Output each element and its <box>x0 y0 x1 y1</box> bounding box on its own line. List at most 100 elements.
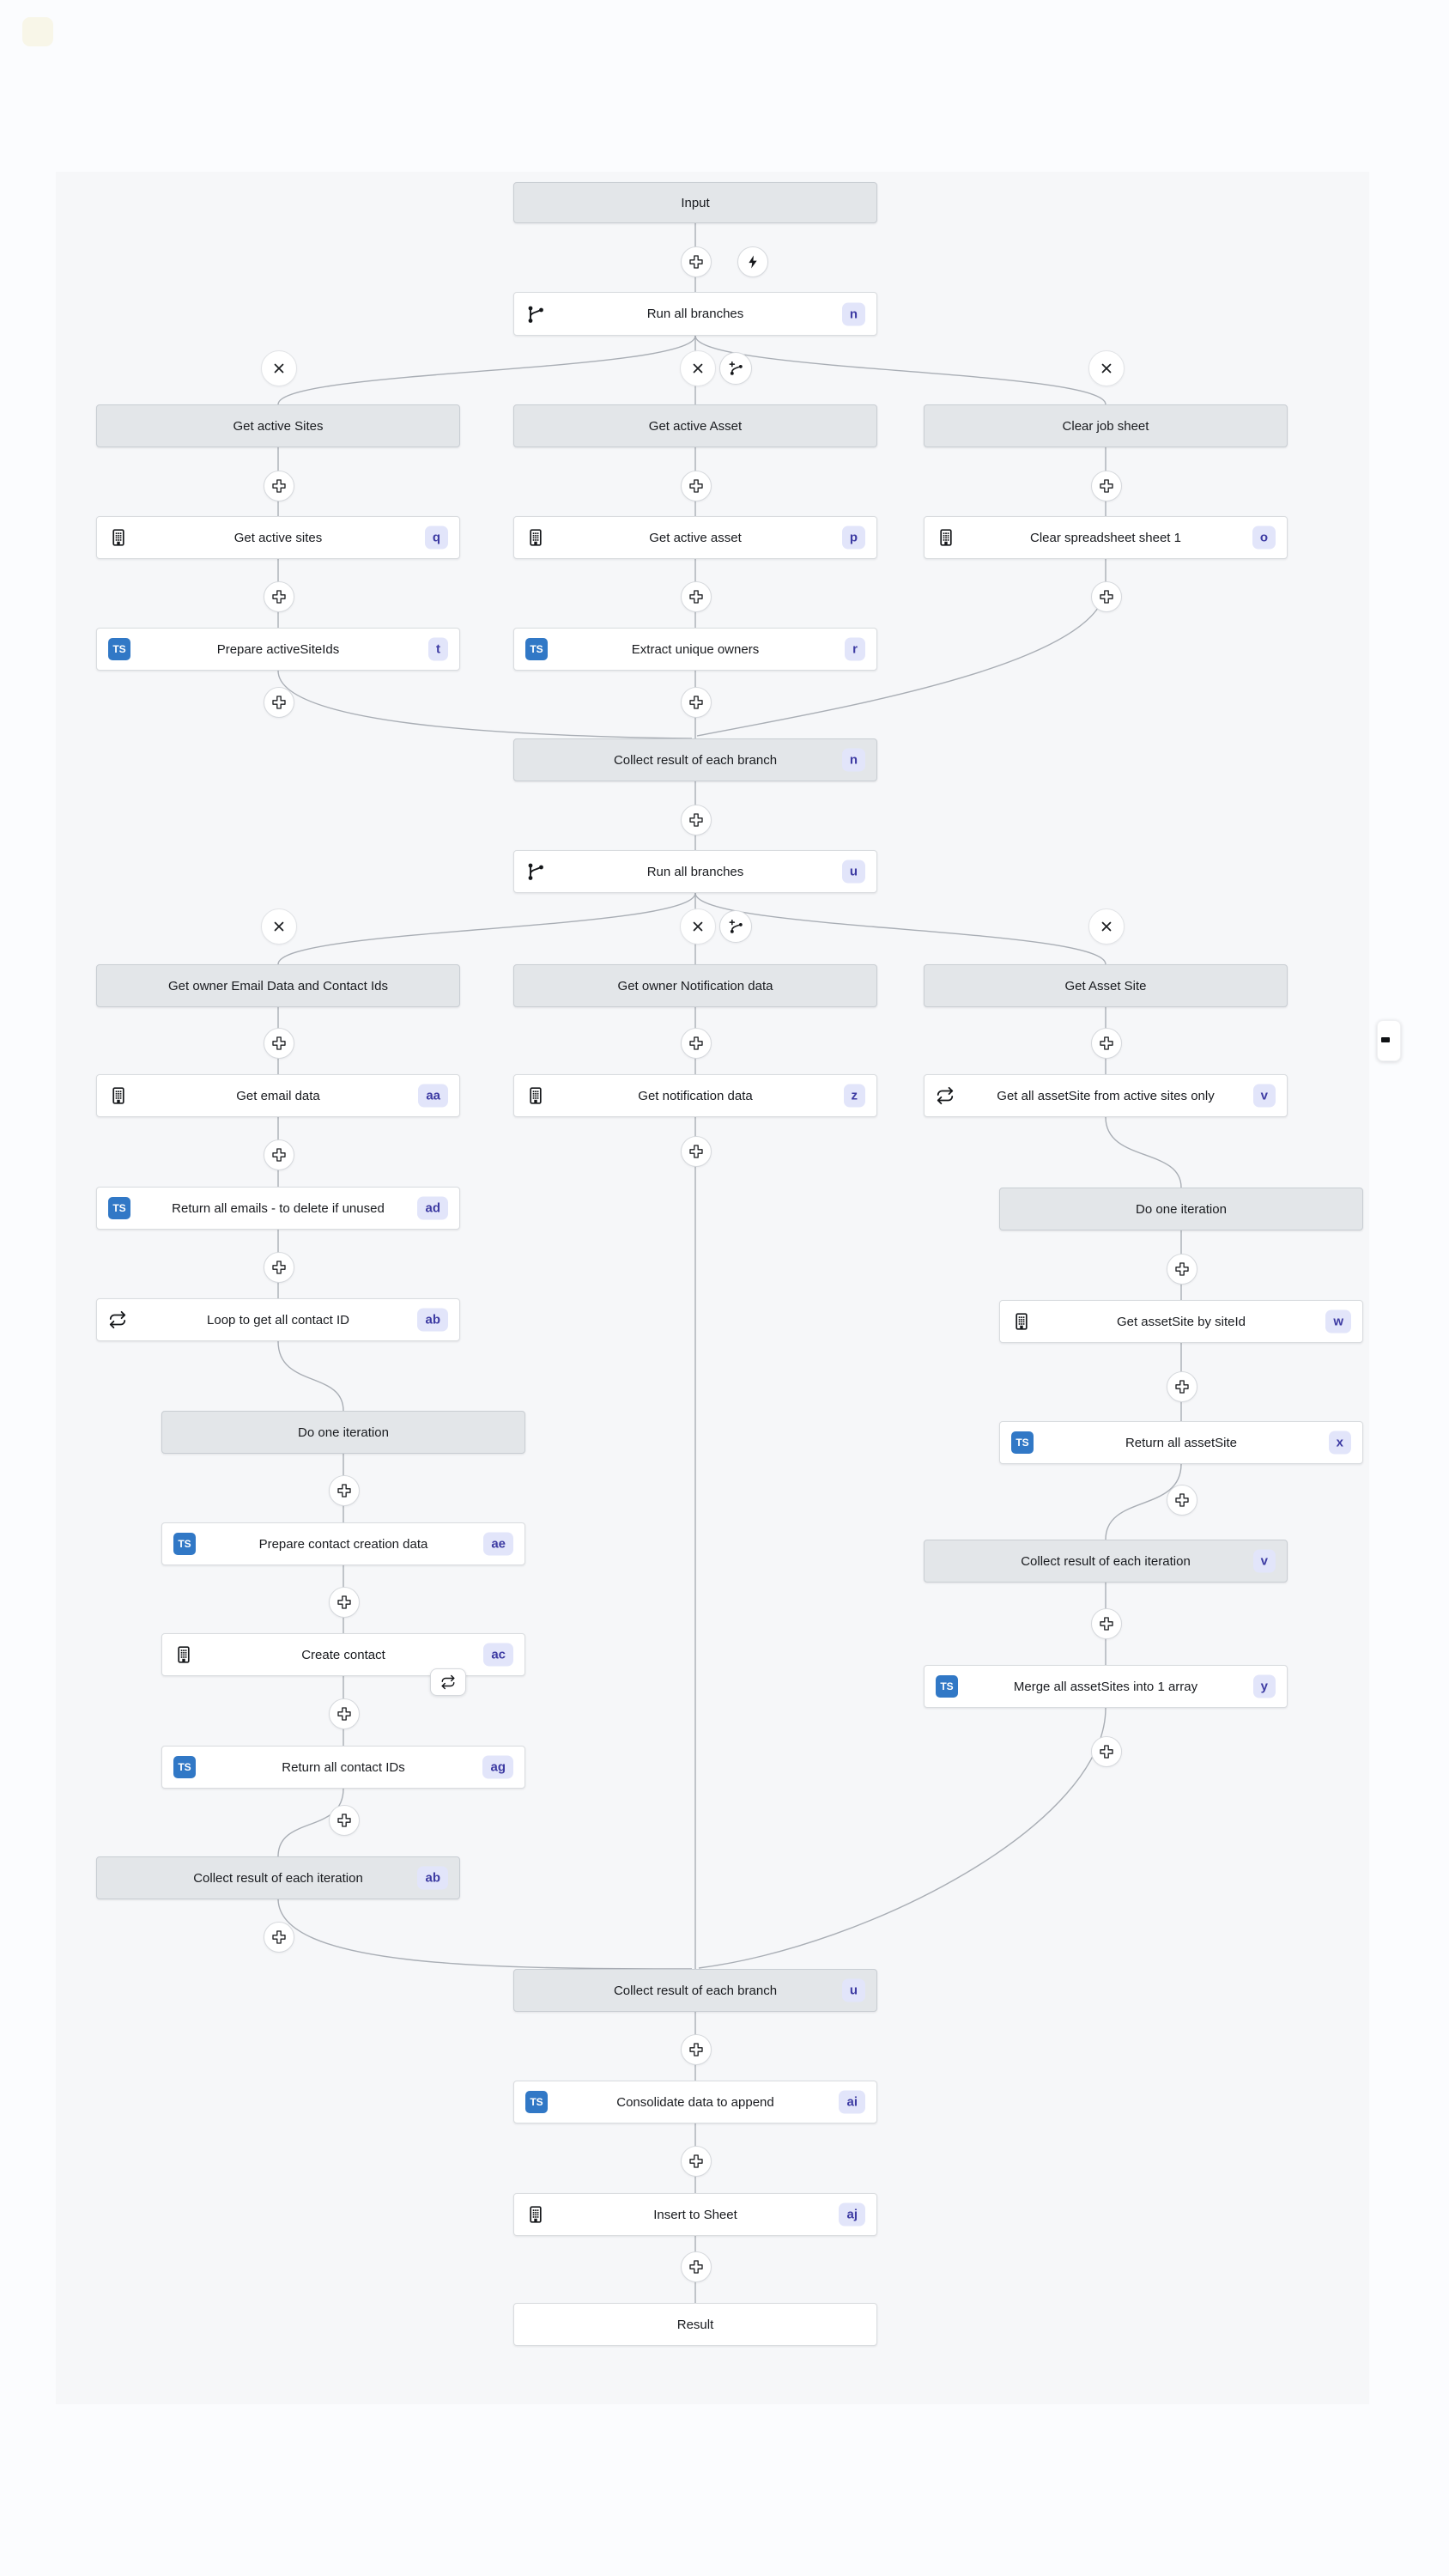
node-prepare-activesiteids[interactable]: TS Prepare activeSiteIds t <box>96 628 460 671</box>
node-label: Get assetSite by siteId <box>1116 1314 1246 1329</box>
collapsed-panel-handle[interactable] <box>1377 1020 1401 1061</box>
add-step-button[interactable] <box>681 1136 712 1167</box>
add-step-button[interactable] <box>329 1698 360 1729</box>
delete-branch-button[interactable] <box>1088 350 1125 386</box>
add-step-button[interactable] <box>681 687 712 718</box>
node-prepare-contact-data[interactable]: TS Prepare contact creation data ae <box>161 1522 525 1565</box>
typescript-chip: TS <box>108 1197 130 1219</box>
add-step-button[interactable] <box>681 581 712 612</box>
node-hdr-get-asset-site[interactable]: Get Asset Site <box>924 964 1288 1007</box>
node-loop-get-contact-id[interactable]: Loop to get all contact ID ab <box>96 1298 460 1341</box>
node-get-email-data[interactable]: Get email data aa <box>96 1074 460 1117</box>
node-hdr-do-one-iter-left[interactable]: Do one iteration <box>161 1411 525 1454</box>
node-return-all-emails[interactable]: TS Return all emails - to delete if unus… <box>96 1187 460 1230</box>
add-step-button[interactable] <box>1091 581 1122 612</box>
add-step-button[interactable] <box>681 246 712 277</box>
git-branch-icon <box>525 861 546 882</box>
add-step-button[interactable] <box>329 1587 360 1618</box>
add-step-button[interactable] <box>264 1922 294 1953</box>
step-badge: t <box>428 637 448 661</box>
node-get-active-asset[interactable]: Get active asset p <box>513 516 877 559</box>
node-collect-iter-left[interactable]: Collect result of each iteration ab <box>96 1856 460 1899</box>
add-step-button[interactable] <box>1167 1254 1197 1285</box>
node-get-active-sites[interactable]: Get active sites q <box>96 516 460 559</box>
node-consolidate-data[interactable]: TS Consolidate data to append ai <box>513 2081 877 2123</box>
delete-branch-button[interactable] <box>1088 908 1125 945</box>
node-merge-assetsites[interactable]: TS Merge all assetSites into 1 array y <box>924 1665 1288 1708</box>
node-run-all-branches-2[interactable]: Run all branches u <box>513 850 877 893</box>
add-step-button[interactable] <box>1091 471 1122 501</box>
node-input[interactable]: Input <box>513 182 877 223</box>
node-label: Get all assetSite from active sites only <box>997 1088 1215 1103</box>
add-step-button[interactable] <box>1167 1371 1197 1402</box>
step-badge: ag <box>482 1755 513 1779</box>
step-badge: x <box>1328 1431 1351 1455</box>
node-get-assetsite-by-siteid[interactable]: Get assetSite by siteId w <box>999 1300 1363 1343</box>
node-label: Collect result of each iteration <box>193 1870 363 1886</box>
add-branch-button[interactable] <box>719 352 752 385</box>
node-label: Clear spreadsheet sheet 1 <box>1030 530 1181 545</box>
node-collect-branch-2[interactable]: Collect result of each branch u <box>513 1969 877 2012</box>
node-hdr-get-active-asset[interactable]: Get active Asset <box>513 404 877 447</box>
node-return-all-assetsite[interactable]: TS Return all assetSite x <box>999 1421 1363 1464</box>
add-step-button[interactable] <box>681 1028 712 1059</box>
building-icon <box>936 527 956 548</box>
node-get-notification-data[interactable]: Get notification data z <box>513 1074 877 1117</box>
plus-icon <box>688 2258 705 2275</box>
add-step-button[interactable] <box>681 805 712 835</box>
building-icon <box>108 527 129 548</box>
delete-branch-button[interactable] <box>680 350 716 386</box>
plus-icon <box>688 2041 705 2058</box>
node-label: Get email data <box>236 1088 320 1103</box>
add-step-button[interactable] <box>329 1475 360 1506</box>
add-step-button[interactable] <box>1091 1028 1122 1059</box>
add-step-button[interactable] <box>681 2146 712 2177</box>
add-step-button[interactable] <box>264 687 294 718</box>
retry-loop-indicator[interactable] <box>430 1668 466 1696</box>
add-step-button[interactable] <box>264 581 294 612</box>
plus-icon <box>688 477 705 495</box>
node-insert-to-sheet[interactable]: Insert to Sheet aj <box>513 2193 877 2236</box>
add-step-button[interactable] <box>681 2251 712 2282</box>
node-hdr-owner-notification[interactable]: Get owner Notification data <box>513 964 877 1007</box>
node-hdr-clear-job-sheet[interactable]: Clear job sheet <box>924 404 1288 447</box>
node-return-contact-ids[interactable]: TS Return all contact IDs ag <box>161 1746 525 1789</box>
node-extract-unique-owners[interactable]: TS Extract unique owners r <box>513 628 877 671</box>
workflow-canvas[interactable] <box>56 172 1369 2404</box>
node-label: Collect result of each branch <box>613 752 778 768</box>
add-step-button[interactable] <box>1091 1736 1122 1767</box>
add-step-button[interactable] <box>329 1805 360 1836</box>
close-icon <box>690 361 706 376</box>
node-hdr-owner-email[interactable]: Get owner Email Data and Contact Ids <box>96 964 460 1007</box>
add-step-button[interactable] <box>264 471 294 501</box>
node-get-all-assetsite[interactable]: Get all assetSite from active sites only… <box>924 1074 1288 1117</box>
add-step-button[interactable] <box>264 1028 294 1059</box>
node-collect-branch-1[interactable]: Collect result of each branch n <box>513 738 877 781</box>
node-collect-iter-right[interactable]: Collect result of each iteration v <box>924 1540 1288 1583</box>
add-step-button[interactable] <box>681 2034 712 2065</box>
run-trigger-button[interactable] <box>737 246 768 277</box>
plus-icon <box>688 694 705 711</box>
add-branch-button[interactable] <box>719 910 752 943</box>
node-label: Prepare contact creation data <box>258 1536 428 1552</box>
node-label: Create contact <box>301 1647 385 1662</box>
node-hdr-get-active-sites[interactable]: Get active Sites <box>96 404 460 447</box>
add-step-button[interactable] <box>1167 1485 1197 1516</box>
add-step-button[interactable] <box>264 1252 294 1283</box>
delete-branch-button[interactable] <box>261 908 297 945</box>
panel-handle-dash <box>1381 1037 1390 1042</box>
plus-icon <box>270 588 288 605</box>
delete-branch-button[interactable] <box>680 908 716 945</box>
delete-branch-button[interactable] <box>261 350 297 386</box>
plus-icon <box>1098 1743 1115 1760</box>
node-result[interactable]: Result <box>513 2303 877 2346</box>
node-create-contact[interactable]: Create contact ac <box>161 1633 525 1676</box>
add-step-button[interactable] <box>264 1139 294 1170</box>
step-badge: y <box>1252 1674 1276 1698</box>
close-icon <box>1099 361 1114 376</box>
node-run-all-branches-1[interactable]: Run all branches n <box>513 292 877 336</box>
add-step-button[interactable] <box>1091 1608 1122 1639</box>
node-clear-spreadsheet[interactable]: Clear spreadsheet sheet 1 o <box>924 516 1288 559</box>
add-step-button[interactable] <box>681 471 712 501</box>
node-hdr-do-one-iter-right[interactable]: Do one iteration <box>999 1188 1363 1230</box>
